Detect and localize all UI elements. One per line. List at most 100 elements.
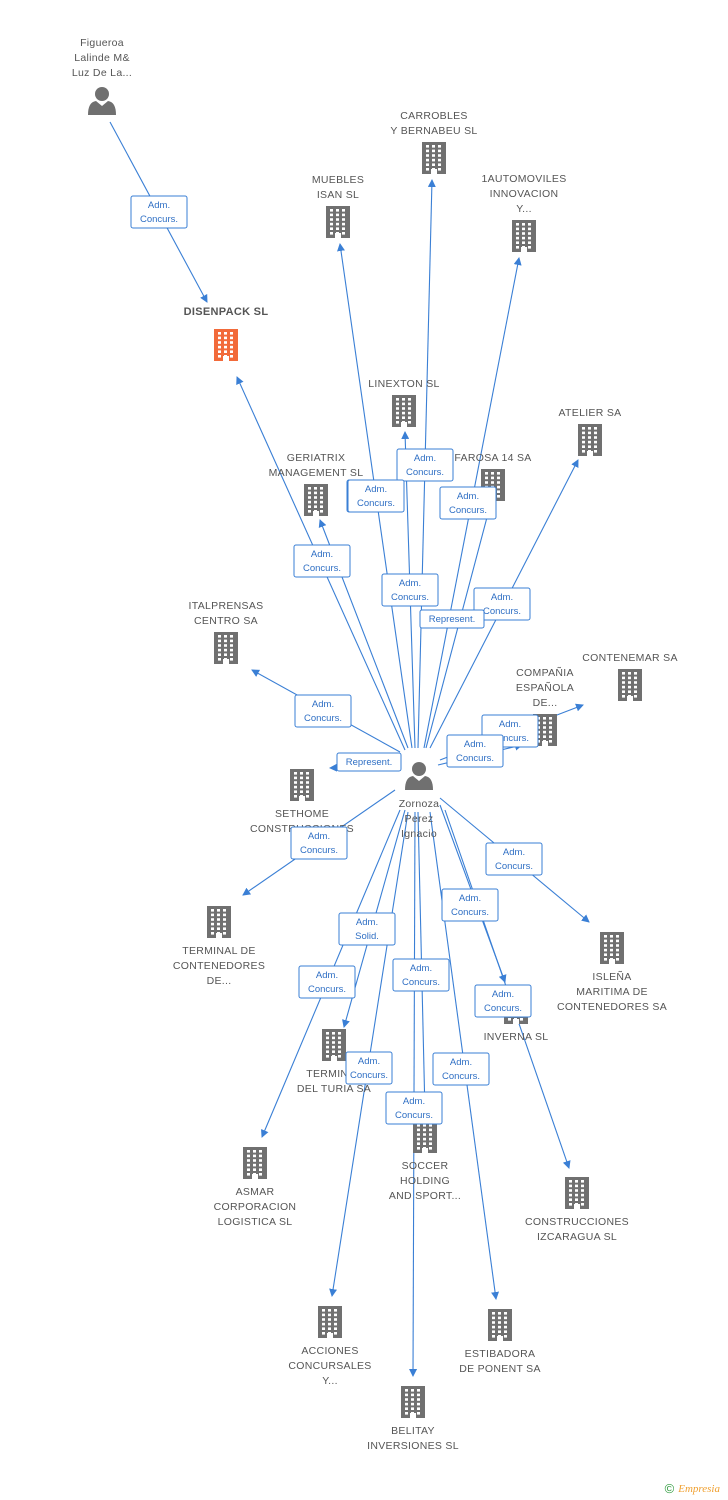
- building-icon: [401, 1386, 425, 1418]
- edge-label-text: Concurs.: [395, 1110, 433, 1121]
- node-label: FAROSA 14 SA: [454, 452, 531, 464]
- node-automoviles[interactable]: 1AUTOMOVILES INNOVACION Y...: [481, 173, 566, 252]
- edge-label-box: [130, 195, 188, 229]
- edge-label-compania[interactable]: Adm.Concurs.: [446, 734, 504, 768]
- edge-label-text: Concurs.: [456, 753, 494, 764]
- node-label: ESPAÑOLA: [516, 681, 574, 694]
- footer-brand: © Empresia: [665, 1481, 720, 1496]
- edge-label-text: Concurs.: [140, 214, 178, 225]
- edge-label-box: [298, 965, 356, 999]
- edge-label-atelier[interactable]: Adm.Concurs.: [473, 587, 531, 621]
- edge-label-text: Adm.: [459, 893, 481, 904]
- edge-label-box: [396, 448, 454, 482]
- edge-label-text: Adm.: [358, 1056, 380, 1067]
- edge-label-italprensas[interactable]: Adm.Concurs.: [294, 694, 352, 728]
- edge-label-text: Concurs.: [406, 467, 444, 478]
- edge-label-text: Adm.: [491, 592, 513, 603]
- edge-label-construcciones[interactable]: Adm.Concurs.: [474, 984, 532, 1018]
- edge-label-text: Concurs.: [350, 1070, 388, 1081]
- edge-label-linexton[interactable]: Adm.Concurs.: [381, 573, 439, 607]
- node-compania[interactable]: COMPAÑIA ESPAÑOLA DE...: [516, 666, 574, 746]
- edge-label-text: Concurs.: [495, 861, 533, 872]
- edge-label-farosa[interactable]: Represent.: [419, 609, 485, 629]
- node-contenemar[interactable]: CONTENEMAR SA: [582, 652, 678, 701]
- edge-label-text: Solid.: [355, 931, 379, 942]
- edge-label-islena[interactable]: Adm.Concurs.: [485, 842, 543, 876]
- node-acciones[interactable]: ACCIONESCONCURSALESY...: [288, 1306, 371, 1387]
- edge-label-terminal_turia[interactable]: Adm. Solid.: [338, 912, 396, 946]
- node-label: ATELIER SA: [559, 407, 622, 419]
- edge-label-sethome[interactable]: Represent.: [336, 752, 402, 772]
- edge-labels-layer: Adm. Concurs. Adm. Concurs. Adm. Concurs. Adm.…: [130, 195, 543, 1125]
- node-label: DE...: [533, 697, 558, 709]
- edge-label-box: [419, 609, 485, 629]
- edge-label-text: Adm.: [410, 963, 432, 974]
- edge-label-text: Adm.: [356, 917, 378, 928]
- node-label: SETHOME: [275, 808, 329, 820]
- edge-label-text: Concurs.: [451, 907, 489, 918]
- edge-label-box: [294, 694, 352, 728]
- node-label: GERIATRIX: [287, 452, 346, 464]
- edge-label-muebles[interactable]: Adm.Concurs.: [347, 479, 405, 513]
- building-icon: [512, 220, 536, 252]
- edge-label-box: [392, 958, 450, 992]
- node-label: TERMINAL DE: [182, 945, 256, 957]
- node-label: CONTENEDORES SA: [557, 1001, 667, 1013]
- node-label: ACCIONES: [301, 1345, 358, 1357]
- node-label: Y BERNABEU SL: [390, 125, 477, 137]
- node-label: ESTIBADORA: [465, 1348, 536, 1360]
- node-label: CONTENEMAR SA: [582, 652, 678, 664]
- node-label: MARITIMA DE: [576, 986, 648, 998]
- edge-label-carrobles[interactable]: Adm.Concurs.: [396, 448, 454, 482]
- edge-label-disenpack[interactable]: Adm.Concurs.: [130, 195, 188, 229]
- node-disenpack[interactable]: DISENPACK SL: [184, 306, 269, 361]
- building-icon: [392, 395, 416, 427]
- edge-label-text: Concurs.: [357, 498, 395, 509]
- edge-label-soccer[interactable]: Adm.Concurs.: [392, 958, 450, 992]
- edge-label-box: [293, 544, 351, 578]
- node-atelier[interactable]: ATELIER SA: [559, 407, 622, 456]
- building-icon: [214, 329, 238, 361]
- edge-label-asmar[interactable]: Adm.Concurs.: [298, 965, 356, 999]
- edge-label-estibadora[interactable]: Adm.Concurs.: [432, 1052, 490, 1086]
- edge-label-acciones[interactable]: Adm. Concurs.: [345, 1051, 393, 1085]
- node-label: CONCURSALES: [288, 1360, 371, 1372]
- node-sethome[interactable]: SETHOMECONSTRUCCIONES: [250, 769, 354, 835]
- edge-label-text: Concurs.: [391, 592, 429, 603]
- node-label: CONSTRUCCIONES: [525, 1216, 629, 1228]
- edge-label-terminal_cont[interactable]: Adm.Concurs.: [290, 826, 348, 860]
- node-terminal_cont[interactable]: TERMINAL DECONTENEDORESDE...: [173, 906, 265, 987]
- edge-label-box: [441, 888, 499, 922]
- edge-label-automoviles[interactable]: Adm.Concurs.: [439, 486, 497, 520]
- edge-label-box: [336, 752, 402, 772]
- node-label: MANAGEMENT SL: [269, 467, 364, 479]
- edge-label-geriatrix[interactable]: Adm.Concurs.: [293, 544, 351, 578]
- node-label: COMPAÑIA: [516, 666, 574, 679]
- node-linexton[interactable]: LINEXTON SL: [368, 378, 439, 427]
- building-icon: [413, 1121, 437, 1153]
- edge-label-text: Concurs.: [491, 733, 529, 744]
- edge-label-text: Adm.: [312, 699, 334, 710]
- edge-label-belitay[interactable]: Adm.Concurs.: [385, 1091, 443, 1125]
- node-label: MUEBLES: [312, 174, 364, 186]
- node-label: Ignacio: [401, 828, 437, 840]
- node-label: Y...: [516, 203, 532, 215]
- node-label: AND SPORT...: [389, 1190, 461, 1202]
- node-label: DEL TURIA SA: [297, 1083, 371, 1095]
- node-geriatrix[interactable]: GERIATRIX MANAGEMENT SL: [269, 452, 364, 516]
- node-label: INNOVACION: [490, 188, 559, 200]
- edge-label-inverna[interactable]: Adm. Concurs.: [441, 888, 499, 922]
- building-icon: [290, 769, 314, 801]
- node-label: 1AUTOMOVILES: [481, 173, 566, 185]
